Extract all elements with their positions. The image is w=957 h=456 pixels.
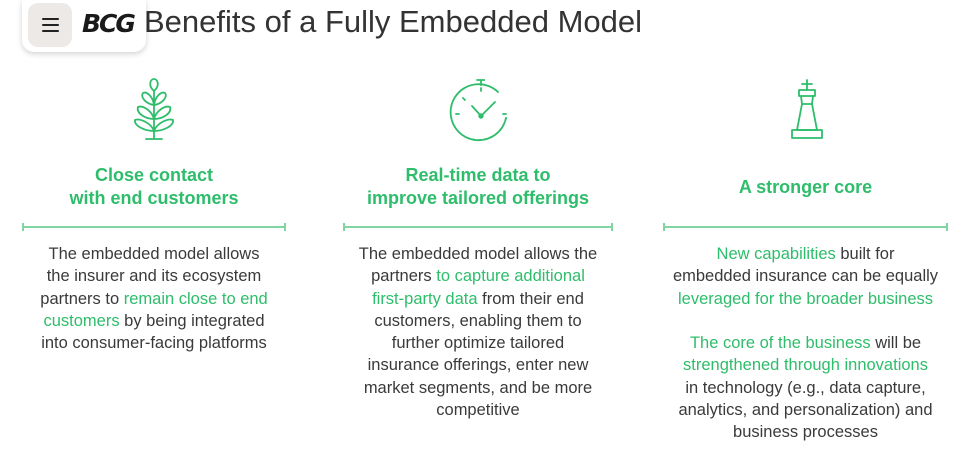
title-line: Real-time data to <box>405 165 551 185</box>
title-line: with end customers <box>69 188 239 208</box>
highlight-text: first-party data <box>372 289 478 308</box>
plant-icon <box>134 78 174 140</box>
nav-bar: BCG <box>22 0 146 52</box>
menu-line <box>41 24 59 26</box>
section-divider <box>663 223 948 231</box>
body-text: the insurer and its ecosystem <box>46 267 262 286</box>
page-title: Benefits of a Fully Embedded Model <box>144 4 642 39</box>
body-text: embedded insurance can be equally <box>672 267 939 286</box>
highlight-text: to capture additional <box>436 267 585 286</box>
section-divider <box>343 223 613 231</box>
body-text: customers, enabling them to <box>374 311 582 330</box>
bcg-logo[interactable]: BCG <box>82 9 136 38</box>
body-text: by being integrated <box>119 311 265 330</box>
body-text: The embedded model allows <box>48 245 260 263</box>
column-body: The embedded model allows the partners t… <box>334 243 622 421</box>
body-text: partners to <box>40 289 124 308</box>
menu-button[interactable] <box>28 3 72 47</box>
body-text: business processes <box>733 423 878 442</box>
section-divider <box>22 223 286 231</box>
column-title: Real-time data to improve tailored offer… <box>340 164 616 210</box>
column-body-2: The core of the business will be strengt… <box>657 332 954 443</box>
body-text: insurance offerings, enter new <box>367 356 589 375</box>
menu-line <box>41 18 59 20</box>
body-text: competitive <box>436 401 520 420</box>
body-text: market segments, and be more <box>363 378 593 397</box>
body-text: into consumer-facing platforms <box>41 334 267 353</box>
column-body: The embedded model allows the insurer an… <box>16 243 292 354</box>
body-text: in technology (e.g., data capture, <box>685 378 926 397</box>
highlight-text: strengthened through innovations <box>683 356 928 375</box>
highlight-text: remain close to end <box>123 289 268 308</box>
body-text: built for <box>835 245 895 263</box>
body-text: The embedded model allows the <box>358 245 598 263</box>
stopwatch-icon <box>449 79 507 142</box>
body-text: analytics, and personalization) and <box>678 400 933 419</box>
column-title: Close contact with end customers <box>22 164 286 210</box>
body-text: partners <box>371 267 437 286</box>
body-text: will be <box>870 334 922 352</box>
highlight-text: leveraged for the broader business <box>678 289 933 308</box>
title-line: A stronger core <box>738 177 873 197</box>
column-body: New capabilities built for embedded insu… <box>657 243 954 310</box>
highlight-text: New capabilities <box>716 245 836 263</box>
body-text: from their end <box>477 289 584 308</box>
chess-king-icon <box>791 79 823 139</box>
column-title: A stronger core <box>663 176 948 199</box>
title-line: improve tailored offerings <box>366 188 590 208</box>
body-text: further optimize tailored <box>391 334 565 353</box>
title-line: Close contact <box>94 165 214 185</box>
highlight-text: customers <box>43 311 120 330</box>
highlight-text: The core of the business <box>689 334 871 352</box>
menu-line <box>41 30 59 32</box>
